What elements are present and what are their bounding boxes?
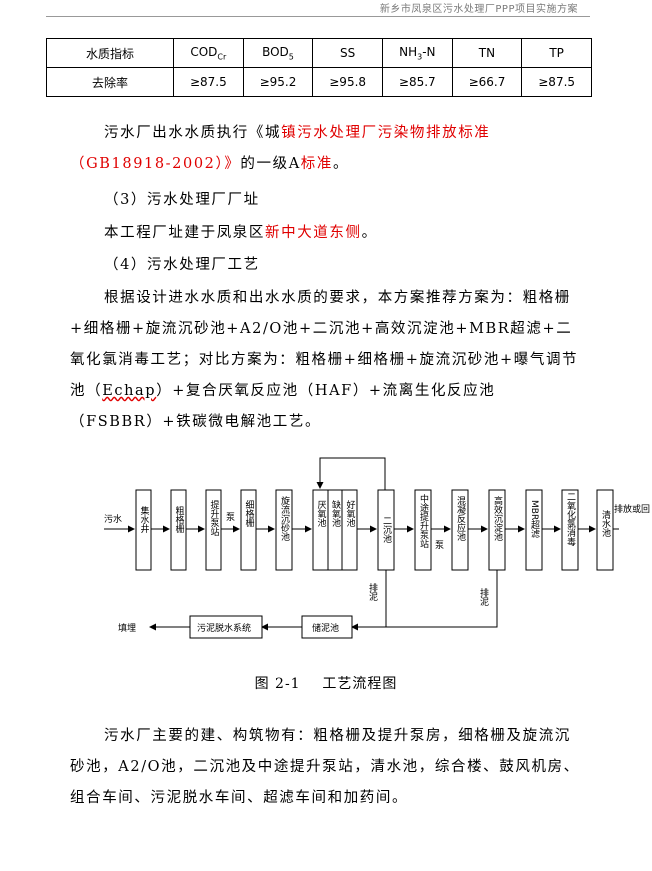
box-xuanliu <box>275 489 293 571</box>
box-haoyang <box>341 489 358 571</box>
unit-haoyang-label: 好氧池 <box>345 499 356 527</box>
table-cell: ≥95.2 <box>242 67 314 97</box>
unit-eryang-label: 二氧化氯消毒 <box>565 492 576 547</box>
unit-mbr-label: MBR超滤 <box>529 500 540 539</box>
table-header-cell: SS <box>312 38 383 68</box>
box-xigeshan <box>240 489 257 571</box>
unit-cugeshan-label: 粗格栅 <box>174 505 185 534</box>
sludge-dewatering-label: 污泥脱水系统 <box>197 622 251 634</box>
quality-table: 水质指标 CODCr BOD5 SS NH3-N TN TP 去除率 ≥87.5… <box>46 38 592 97</box>
table-cell: ≥87.5 <box>521 67 592 97</box>
table-cell: ≥85.7 <box>381 67 453 97</box>
figure-caption: 图 2-1 工艺流程图 <box>254 676 398 692</box>
unit-hunning-label: 混凝反应池 <box>455 496 466 541</box>
header-rule <box>46 16 590 17</box>
box-zhongtu <box>414 489 432 571</box>
table-row: 去除率 ≥87.5 ≥95.2 ≥95.8 ≥85.7 ≥66.7 ≥87.5 <box>46 67 592 97</box>
unit-queyang-label: 缺氧池 <box>330 499 341 527</box>
table-header-row: 水质指标 CODCr BOD5 SS NH3-N TN TP <box>46 38 592 68</box>
box-cugeshan <box>170 489 187 571</box>
process-flow-diagram: 污水 集水井 粗格栅 提升泵站 泵 细格栅 旋流沉砂池 厌氧池 缺氧池 好氧池 … <box>104 457 650 639</box>
unit-jishui-label: 集水井 <box>139 505 150 534</box>
page-header: 新乡市凤泉区污水处理厂PPP项目实施方案 <box>379 4 578 15</box>
table-cell: ≥95.8 <box>312 67 383 97</box>
paragraph-structures: 污水厂主要的建、构筑物有：粗格栅及提升泵房，细格栅及旋流沉砂池，A2/O池，二沉… <box>70 728 580 806</box>
unit-erchen-label: 二沉池 <box>381 516 392 543</box>
table-header-cell: TP <box>521 38 592 68</box>
sludge-label-2: 排泥 <box>478 587 489 607</box>
outlet-label: 排放或回 <box>614 503 650 515</box>
unit-yanyang-label: 厌氧池 <box>316 500 327 527</box>
table-cell: ≥87.5 <box>173 67 244 97</box>
unit-qingshui-label: 清水池 <box>600 509 611 537</box>
table-header-cell: NH3-N <box>381 38 453 68</box>
landfill-label: 填埋 <box>118 622 136 634</box>
box-jishui <box>135 489 152 571</box>
sludge-label-1: 排泥 <box>367 582 378 602</box>
inlet-label: 污水 <box>104 513 122 525</box>
pump-label-2: 泵 <box>435 540 444 551</box>
flow-connector <box>351 613 498 631</box>
table-header-cell: 水质指标 <box>46 38 174 68</box>
box-tisheng <box>205 489 222 571</box>
flow-connector <box>316 457 386 490</box>
unit-gaoxiao-label: 高效沉淀池 <box>492 495 503 541</box>
unit-tisheng-label: 提升泵站 <box>209 500 220 537</box>
table-header-cell: BOD5 <box>242 38 314 68</box>
box-qingshui <box>596 489 614 571</box>
heading-process: （4）污水处理厂工艺 <box>104 257 260 273</box>
sludge-storage-label: 储泥池 <box>312 622 339 634</box>
box-eryang <box>561 489 579 571</box>
table-row-label: 去除率 <box>46 67 174 97</box>
pump-label-1: 泵 <box>226 512 235 523</box>
unit-xigeshan-label: 细格栅 <box>244 499 255 528</box>
table-header-cell: CODCr <box>173 38 244 68</box>
box-mbr <box>525 489 543 571</box>
unit-xuanliu-label: 旋流沉砂池 <box>279 495 290 541</box>
table-header-cell: TN <box>451 38 523 68</box>
paragraph-effluent-standard: 污水厂出水水质执行《城镇污水处理厂污染物排放标准（GB18918-2002）》的… <box>70 125 491 172</box>
table-cell: ≥66.7 <box>451 67 523 97</box>
box-hunning <box>451 489 469 571</box>
heading-site: （3）污水处理厂厂址 <box>104 192 260 208</box>
unit-zhongtu-label: 中途提升泵站 <box>418 493 429 549</box>
paragraph-process: 根据设计进水水质和出水水质的要求，本方案推荐方案为：粗格栅+细格栅+旋流沉砂池+… <box>70 290 579 430</box>
paragraph-site: 本工程厂址建于凤泉区新中大道东侧。 <box>104 225 378 241</box>
